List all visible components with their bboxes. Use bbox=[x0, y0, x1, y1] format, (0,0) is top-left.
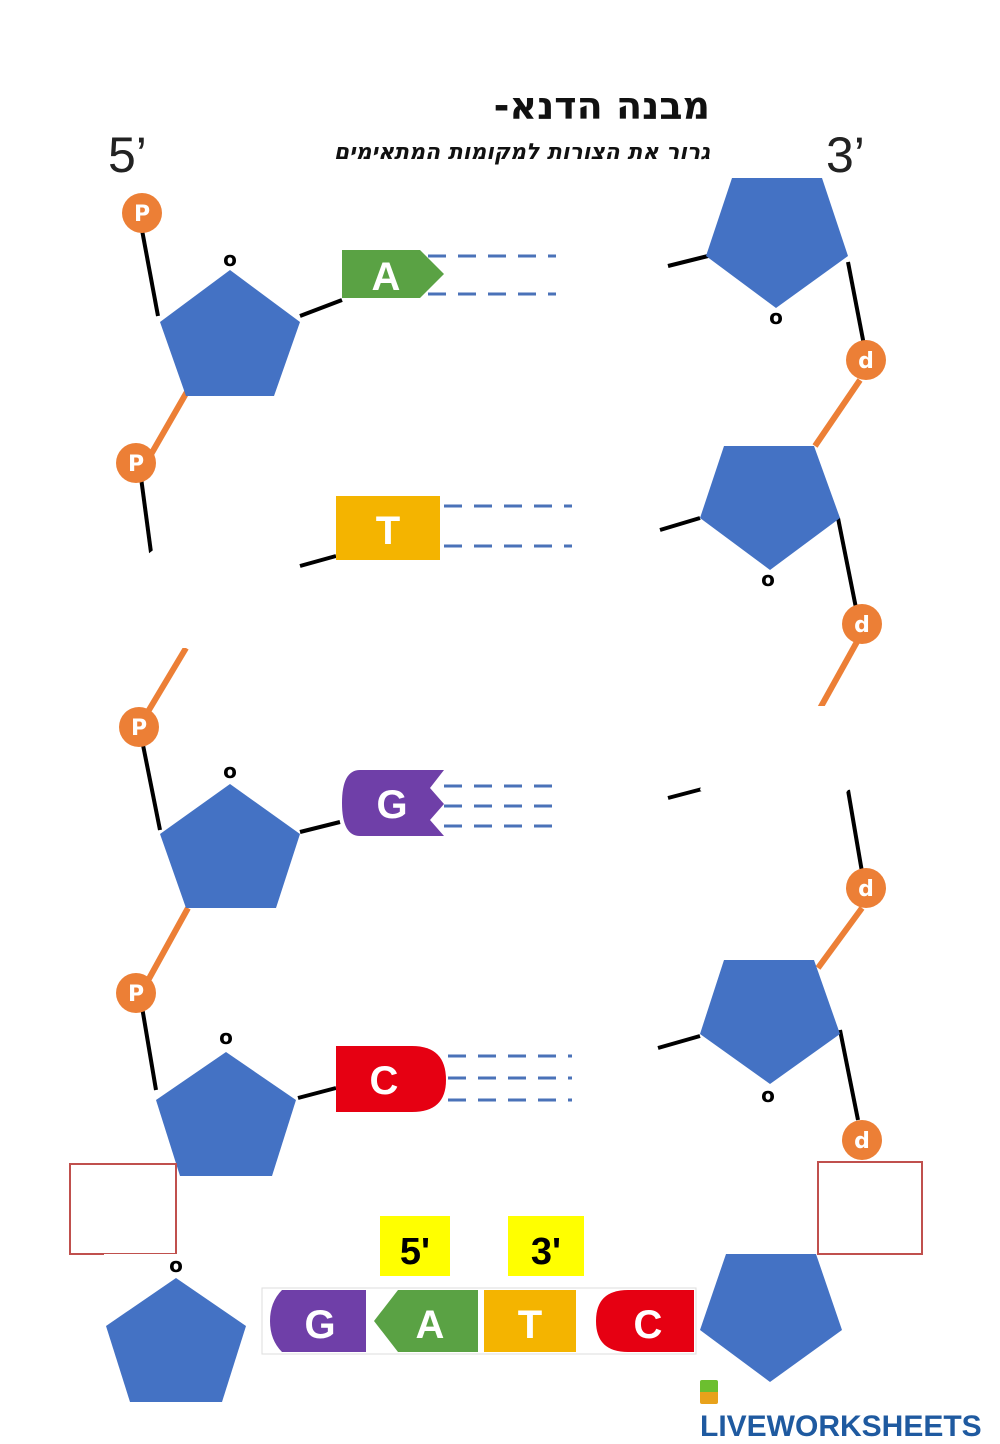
tag-3-prime[interactable]: 3' bbox=[508, 1216, 584, 1276]
right-phosphate-1: d bbox=[846, 340, 886, 380]
sugar-oxygen-label: o bbox=[219, 1025, 233, 1049]
svg-text:d: d bbox=[858, 349, 874, 374]
three-prime-label: 3’ bbox=[826, 127, 865, 183]
svg-text:P: P bbox=[134, 202, 150, 227]
logo-badge-icon bbox=[700, 1380, 718, 1404]
draggable-sugar-left[interactable]: o bbox=[104, 1253, 248, 1404]
svg-text:d: d bbox=[858, 877, 874, 902]
left-phosphate-1: P bbox=[122, 193, 162, 233]
drop-zone-left[interactable] bbox=[69, 1163, 177, 1255]
base-g: G bbox=[342, 770, 444, 836]
right-sugar-2: o bbox=[700, 446, 840, 591]
left-phosphate-2: P bbox=[116, 443, 156, 483]
right-sugar-3-empty-slot[interactable] bbox=[700, 706, 848, 866]
svg-text:o: o bbox=[761, 1083, 775, 1107]
right-sugar-1: o bbox=[706, 178, 848, 329]
svg-text:d: d bbox=[854, 613, 870, 638]
svg-text:T: T bbox=[518, 1303, 542, 1347]
base-t: T bbox=[336, 496, 440, 560]
svg-text:P: P bbox=[128, 452, 144, 477]
tag-5-prime[interactable]: 5' bbox=[380, 1216, 450, 1276]
svg-text:G: G bbox=[376, 783, 407, 827]
svg-text:3': 3' bbox=[531, 1231, 561, 1273]
svg-text:A: A bbox=[416, 1303, 445, 1347]
svg-text:C: C bbox=[634, 1303, 663, 1347]
left-sugar-4: o bbox=[156, 1025, 296, 1176]
draggable-base-t[interactable]: T bbox=[484, 1290, 576, 1352]
right-phosphate-4: d bbox=[842, 1120, 882, 1160]
five-prime-label: 5’ bbox=[108, 127, 147, 183]
svg-text:o: o bbox=[761, 567, 775, 591]
svg-text:C: C bbox=[370, 1059, 399, 1103]
svg-text:o: o bbox=[769, 305, 783, 329]
draggable-base-c[interactable]: C bbox=[596, 1290, 694, 1352]
left-phosphate-3: P bbox=[119, 707, 159, 747]
right-sugar-4: o bbox=[700, 960, 840, 1107]
svg-text:A: A bbox=[372, 255, 401, 299]
right-phosphate-3: d bbox=[846, 868, 886, 908]
svg-text:5': 5' bbox=[400, 1231, 430, 1273]
sugar-oxygen-label: o bbox=[223, 247, 237, 271]
svg-text:P: P bbox=[131, 716, 147, 741]
left-sugar-1: o bbox=[160, 247, 300, 396]
draggable-base-a[interactable]: A bbox=[374, 1290, 478, 1352]
page-title: מבנה הדנא- bbox=[493, 84, 710, 128]
right-phosphate-2: d bbox=[842, 604, 882, 644]
svg-text:G: G bbox=[304, 1303, 335, 1347]
left-phosphate-4: P bbox=[116, 973, 156, 1013]
svg-text:T: T bbox=[376, 509, 400, 553]
base-a: A bbox=[342, 250, 444, 299]
draggable-base-g[interactable]: G bbox=[270, 1290, 366, 1352]
dna-structure-diagram: o o o P P P P A T G C bbox=[69, 178, 923, 1404]
svg-text:P: P bbox=[128, 982, 144, 1007]
base-c: C bbox=[336, 1046, 446, 1112]
drop-zone-right[interactable] bbox=[817, 1161, 923, 1255]
left-sugar-2-empty-slot[interactable] bbox=[140, 500, 300, 648]
liveworksheets-logo: LIVEWORKSHEETS bbox=[700, 1376, 1000, 1444]
svg-text:d: d bbox=[854, 1129, 870, 1154]
draggable-sugar-right[interactable] bbox=[700, 1254, 842, 1382]
svg-text:o: o bbox=[169, 1253, 183, 1277]
right-backbone bbox=[657, 254, 866, 1121]
left-sugar-3: o bbox=[160, 759, 300, 908]
sugar-oxygen-label: o bbox=[223, 759, 237, 783]
hydrogen-bonds bbox=[428, 254, 572, 1102]
instruction-text: גרור את הצורות למקומות המתאימים bbox=[333, 140, 710, 165]
